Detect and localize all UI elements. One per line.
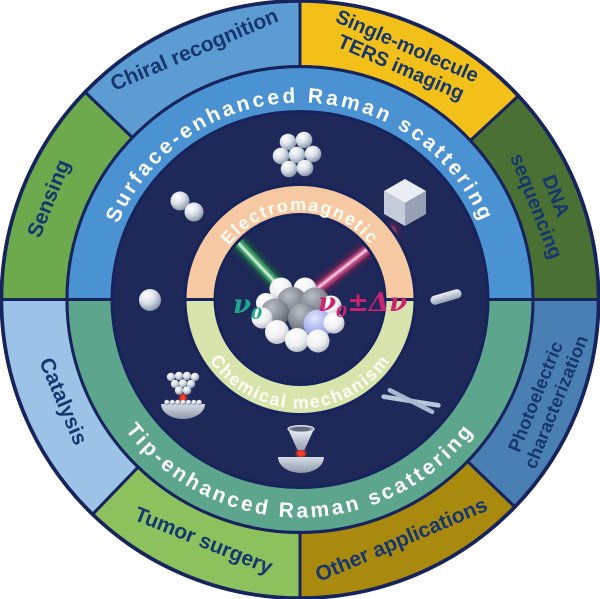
atom-sphere — [323, 312, 345, 334]
atom-sphere — [251, 307, 273, 329]
scattered-frequency-label: ν0±Δν — [318, 288, 407, 321]
atom-sphere-nitrogen — [303, 309, 333, 339]
atom-sphere — [306, 329, 330, 353]
middle-ring — [65, 65, 535, 534]
sers-ring — [65, 65, 535, 301]
nanoparticle-cluster-icon — [272, 131, 322, 178]
nanocube-icon — [384, 179, 426, 226]
atom-sphere — [285, 328, 309, 352]
ters-ring — [65, 298, 535, 534]
crossed-nanowires-icon — [381, 387, 441, 415]
ters-tip-on-substrate-icon — [278, 425, 324, 473]
inner-ring — [183, 183, 417, 416]
electromagnetic-ring — [183, 183, 417, 301]
particle-assembly-on-dish-icon — [161, 371, 205, 419]
incident-frequency-label: ν0 — [233, 290, 262, 323]
nanoparticle-dimer-icon — [170, 191, 204, 222]
chemical-ring — [183, 298, 417, 416]
molecule — [251, 277, 345, 353]
atom-sphere — [320, 295, 342, 317]
single-nanoparticle-icon — [139, 289, 161, 311]
nanorod-icon — [430, 289, 462, 305]
atom-sphere — [265, 320, 289, 344]
